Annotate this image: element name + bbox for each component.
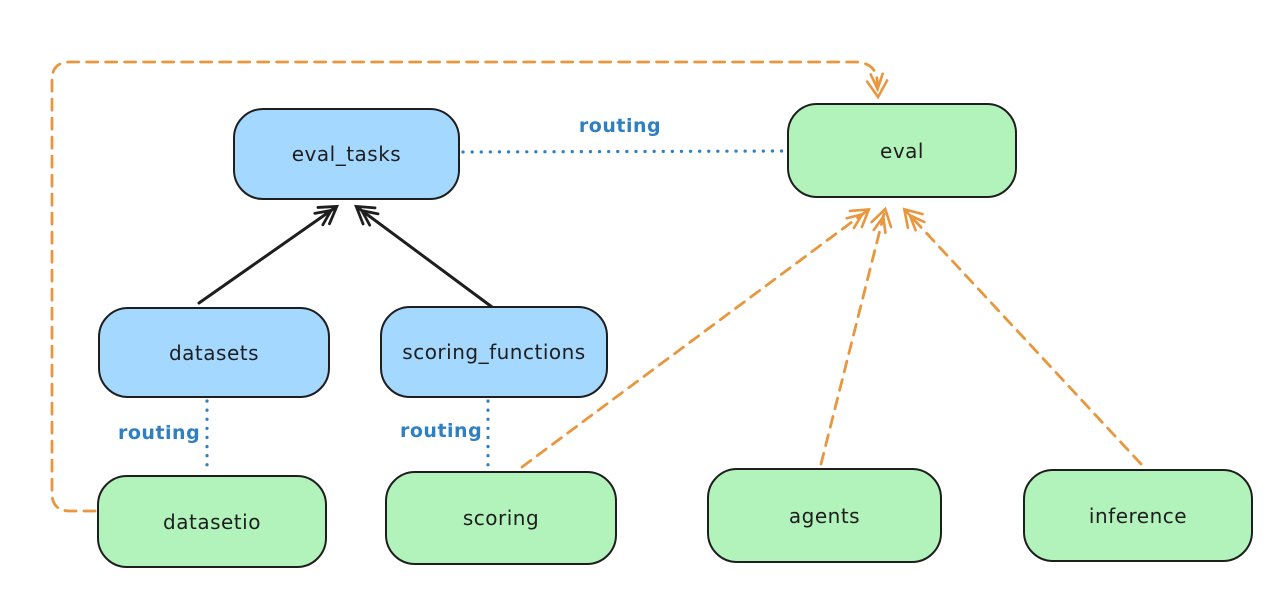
edge-label-routing-eval-tasks-eval: routing	[578, 115, 662, 137]
edge-label-routing-scoring-functions-scoring: routing	[400, 420, 483, 442]
node-agents: agents	[707, 468, 942, 563]
edge-inference-to-eval	[902, 207, 1143, 466]
node-scoring: scoring	[385, 471, 617, 565]
node-scoring-functions: scoring_functions	[380, 306, 608, 398]
node-eval-label: eval	[880, 138, 924, 163]
edge-label-routing-datasets-datasetio: routing	[118, 422, 201, 444]
edge-eval-tasks-to-eval-routing	[461, 149, 786, 154]
node-datasetio-label: datasetio	[163, 509, 261, 534]
node-datasets-label: datasets	[168, 340, 260, 365]
node-datasets: datasets	[98, 307, 330, 398]
node-scoring-label: scoring	[462, 506, 540, 530]
edge-scoring-functions-to-eval-tasks	[354, 204, 494, 309]
node-datasetio: datasetio	[97, 475, 327, 568]
node-eval: eval	[787, 103, 1017, 198]
node-scoring-functions-label: scoring_functions	[402, 340, 586, 364]
node-inference: inference	[1023, 469, 1253, 562]
node-inference-label: inference	[1088, 503, 1188, 528]
node-eval-tasks-label: eval_tasks	[291, 142, 402, 166]
node-eval-tasks: eval_tasks	[233, 108, 460, 200]
edge-agents-to-eval	[819, 206, 893, 466]
node-agents-label: agents	[788, 503, 861, 528]
edge-datasets-to-eval-tasks	[197, 204, 339, 305]
